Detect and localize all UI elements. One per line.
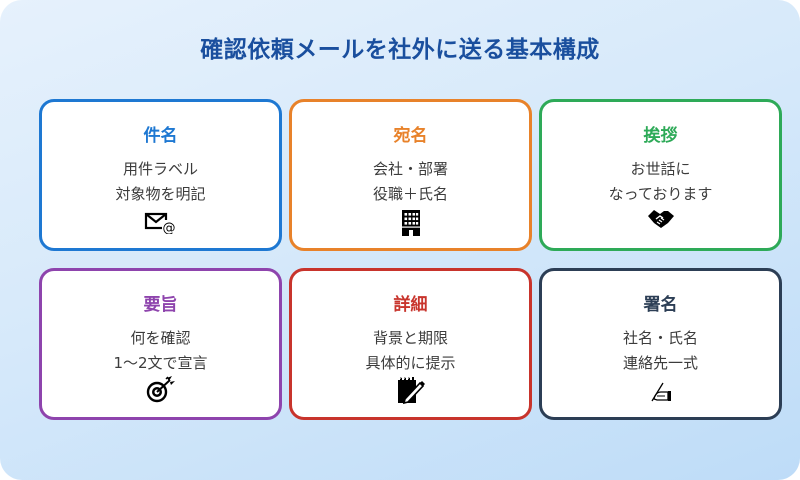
card-line: 対象物を明記 xyxy=(115,185,206,203)
handshake-icon xyxy=(542,206,779,232)
card-line: なっております xyxy=(608,185,713,203)
card-heading: 挨拶 xyxy=(643,126,678,146)
card-line: 1〜2文で宣言 xyxy=(113,354,208,372)
card-body: 用件ラベル 対象物を明記 xyxy=(42,157,279,207)
card-line: 具体的に提示 xyxy=(365,354,456,372)
card-line: 会社・部署 xyxy=(372,160,448,178)
card-signature: 署名 社名・氏名 連絡先一式 xyxy=(539,268,782,420)
card-heading: 件名 xyxy=(143,126,178,146)
target-dart-icon xyxy=(42,376,279,403)
card-body: 会社・部署 役職＋氏名 xyxy=(292,157,529,207)
card-greeting: 挨拶 お世話に なっております xyxy=(539,99,782,251)
card-line: 連絡先一式 xyxy=(622,354,698,372)
card-subject: 件名 用件ラベル 対象物を明記 @ xyxy=(39,99,282,251)
card-body: 何を確認 1〜2文で宣言 xyxy=(42,326,279,376)
card-line: お世話に xyxy=(630,160,691,178)
envelope-at-icon: @ xyxy=(42,210,279,236)
card-summary: 要旨 何を確認 1〜2文で宣言 xyxy=(39,268,282,420)
card-heading: 宛名 xyxy=(393,126,428,146)
office-building-icon xyxy=(292,210,529,236)
card-recipient: 宛名 会社・部署 役職＋氏名 xyxy=(289,99,532,251)
card-body: お世話に なっております xyxy=(542,157,779,207)
card-heading: 要旨 xyxy=(143,295,178,315)
card-heading: 詳細 xyxy=(393,295,428,315)
writing-hand-icon xyxy=(542,379,779,405)
card-line: 何を確認 xyxy=(130,329,191,347)
card-line: 役職＋氏名 xyxy=(372,185,448,203)
diagram-title: 確認依頼メールを社外に送る基本構成 xyxy=(200,37,600,63)
memo-pencil-icon xyxy=(292,377,529,405)
card-body: 背景と期限 具体的に提示 xyxy=(292,326,529,376)
card-line: 用件ラベル xyxy=(122,160,198,178)
card-line: 社名・氏名 xyxy=(622,329,698,347)
card-body: 社名・氏名 連絡先一式 xyxy=(542,326,779,376)
card-details: 詳細 背景と期限 具体的に提示 xyxy=(289,268,532,420)
card-line: 背景と期限 xyxy=(372,329,448,347)
svg-text:@: @ xyxy=(162,221,175,234)
card-heading: 署名 xyxy=(643,295,678,315)
